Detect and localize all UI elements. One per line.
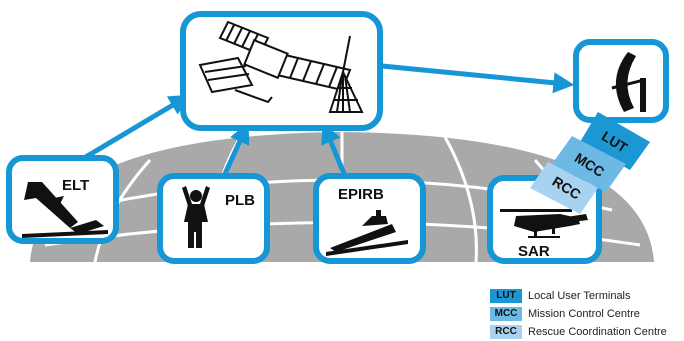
helicopter-icon <box>500 209 588 238</box>
plb-node: PLB <box>157 173 270 264</box>
legend-abbr-lut: LUT <box>490 288 522 303</box>
legend-row-mcc: MCC Mission Control Centre <box>490 305 684 322</box>
lut-tag: LUT <box>580 112 650 170</box>
person-signal-icon <box>182 186 210 248</box>
legend-desc-mcc: Mission Control Centre <box>528 307 640 320</box>
ground-station-node <box>573 39 669 123</box>
elt-label: ELT <box>62 177 89 194</box>
arrow-elt-to-satellite <box>82 94 191 161</box>
arrow-satellite-to-lut <box>381 63 575 94</box>
legend-row-lut: LUT Local User Terminals <box>490 287 684 304</box>
legend-row-rcc: RCC Rescue Coordination Centre <box>490 323 684 340</box>
arrow-plb-to-satellite <box>221 122 250 178</box>
legend-desc-rcc: Rescue Coordination Centre <box>528 325 667 338</box>
rcc-tag: RCC <box>530 162 598 214</box>
sinking-ship-icon <box>326 210 408 256</box>
sar-label: SAR <box>518 243 550 260</box>
elt-node: ELT <box>6 155 119 244</box>
legend: LUT Local User Terminals MCC Mission Con… <box>490 287 684 341</box>
signal-arrows <box>82 63 575 178</box>
satellite-dish-icon <box>611 52 646 112</box>
satellite-node <box>180 11 383 131</box>
legend-abbr-mcc: MCC <box>490 306 522 321</box>
plb-label: PLB <box>225 192 255 209</box>
mcc-tag: MCC <box>552 136 626 192</box>
epirb-node: EPIRB <box>313 173 426 264</box>
crashed-aircraft-icon <box>22 182 108 238</box>
legend-desc-lut: Local User Terminals <box>528 289 631 302</box>
arrow-epirb-to-satellite <box>321 122 348 177</box>
epirb-label: EPIRB <box>338 186 384 203</box>
satellite-icon <box>198 20 364 113</box>
legend-abbr-rcc: RCC <box>490 324 522 339</box>
